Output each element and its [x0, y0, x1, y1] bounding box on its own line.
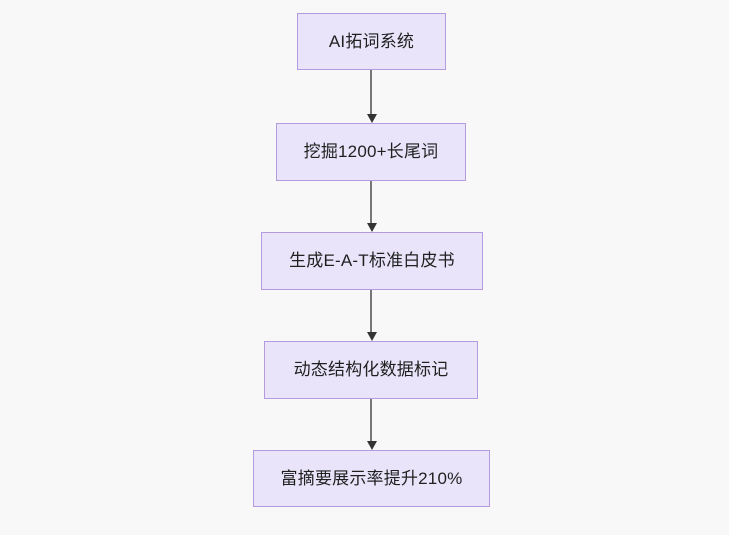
node-label: 动态结构化数据标记 [293, 360, 449, 380]
node-label: 生成E-A-T标准白皮书 [289, 251, 455, 271]
edge-line [370, 70, 372, 116]
flowchart-node-generate-eat-whitepaper[interactable]: 生成E-A-T标准白皮书 [261, 232, 483, 290]
arrowhead-icon [367, 332, 377, 341]
flowchart-node-dynamic-structured-data-markup[interactable]: 动态结构化数据标记 [264, 341, 478, 399]
flowchart-node-mine-longtail-keywords[interactable]: 挖掘1200+长尾词 [276, 123, 466, 181]
arrowhead-icon [367, 114, 377, 123]
flowchart-node-rich-snippet-rate-increase[interactable]: 富摘要展示率提升210% [253, 450, 490, 507]
node-label: 挖掘1200+长尾词 [303, 142, 439, 162]
edge-line [370, 290, 372, 334]
arrowhead-icon [367, 441, 377, 450]
edge-line [370, 181, 372, 225]
node-label: AI拓词系统 [328, 31, 415, 51]
edge-line [370, 399, 372, 443]
arrowhead-icon [367, 223, 377, 232]
node-label: 富摘要展示率提升210% [280, 468, 463, 488]
flowchart-node-ai-keyword-system[interactable]: AI拓词系统 [297, 13, 446, 70]
